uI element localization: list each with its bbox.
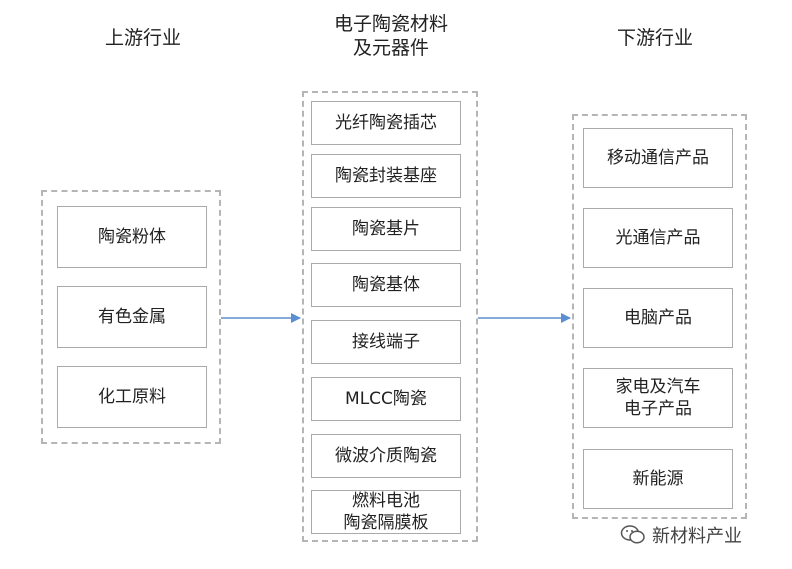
downstream-list: 移动通信产品光通信产品电脑产品家电及汽车 电子产品新能源 [574, 116, 745, 517]
watermark: 新材料产业 [620, 520, 742, 550]
downstream-group: 移动通信产品光通信产品电脑产品家电及汽车 电子产品新能源 [572, 114, 747, 519]
midstream-title: 电子陶瓷材料 及元器件 [333, 13, 448, 59]
midstream-item: 陶瓷基片 [311, 207, 461, 251]
upstream-item: 化工原料 [57, 366, 207, 428]
midstream-item: 微波介质陶瓷 [311, 434, 461, 478]
midstream-list: 光纤陶瓷插芯陶瓷封装基座陶瓷基片陶瓷基体接线端子 MLCC陶瓷微波介质陶瓷燃料电池… [304, 93, 476, 540]
midstream-item: 陶瓷基体 [311, 263, 461, 307]
upstream-list: 陶瓷粉体有色金属化工原料 [43, 192, 219, 442]
upstream-group: 陶瓷粉体有色金属化工原料 [41, 190, 221, 444]
upstream-item: 陶瓷粉体 [57, 206, 207, 268]
wechat-icon [620, 524, 646, 546]
downstream-item: 新能源 [583, 449, 733, 509]
midstream-item: 接线端子 [311, 320, 461, 364]
watermark-text: 新材料产业 [652, 526, 742, 547]
midstream-item: 燃料电池 陶瓷隔膜板 [311, 490, 461, 534]
upstream-title: 上游行业 [104, 27, 181, 49]
midstream-item: 光纤陶瓷插芯 [311, 101, 461, 145]
downstream-title: 下游行业 [616, 27, 693, 49]
downstream-item: 电脑产品 [583, 288, 733, 348]
upstream-item: 有色金属 [57, 286, 207, 348]
midstream-item: MLCC陶瓷 [311, 377, 461, 421]
downstream-item: 移动通信产品 [583, 128, 733, 188]
downstream-item: 家电及汽车 电子产品 [583, 368, 733, 428]
midstream-group: 光纤陶瓷插芯陶瓷封装基座陶瓷基片陶瓷基体接线端子 MLCC陶瓷微波介质陶瓷燃料电池… [302, 91, 478, 542]
midstream-item: 陶瓷封装基座 [311, 154, 461, 198]
downstream-item: 光通信产品 [583, 208, 733, 268]
